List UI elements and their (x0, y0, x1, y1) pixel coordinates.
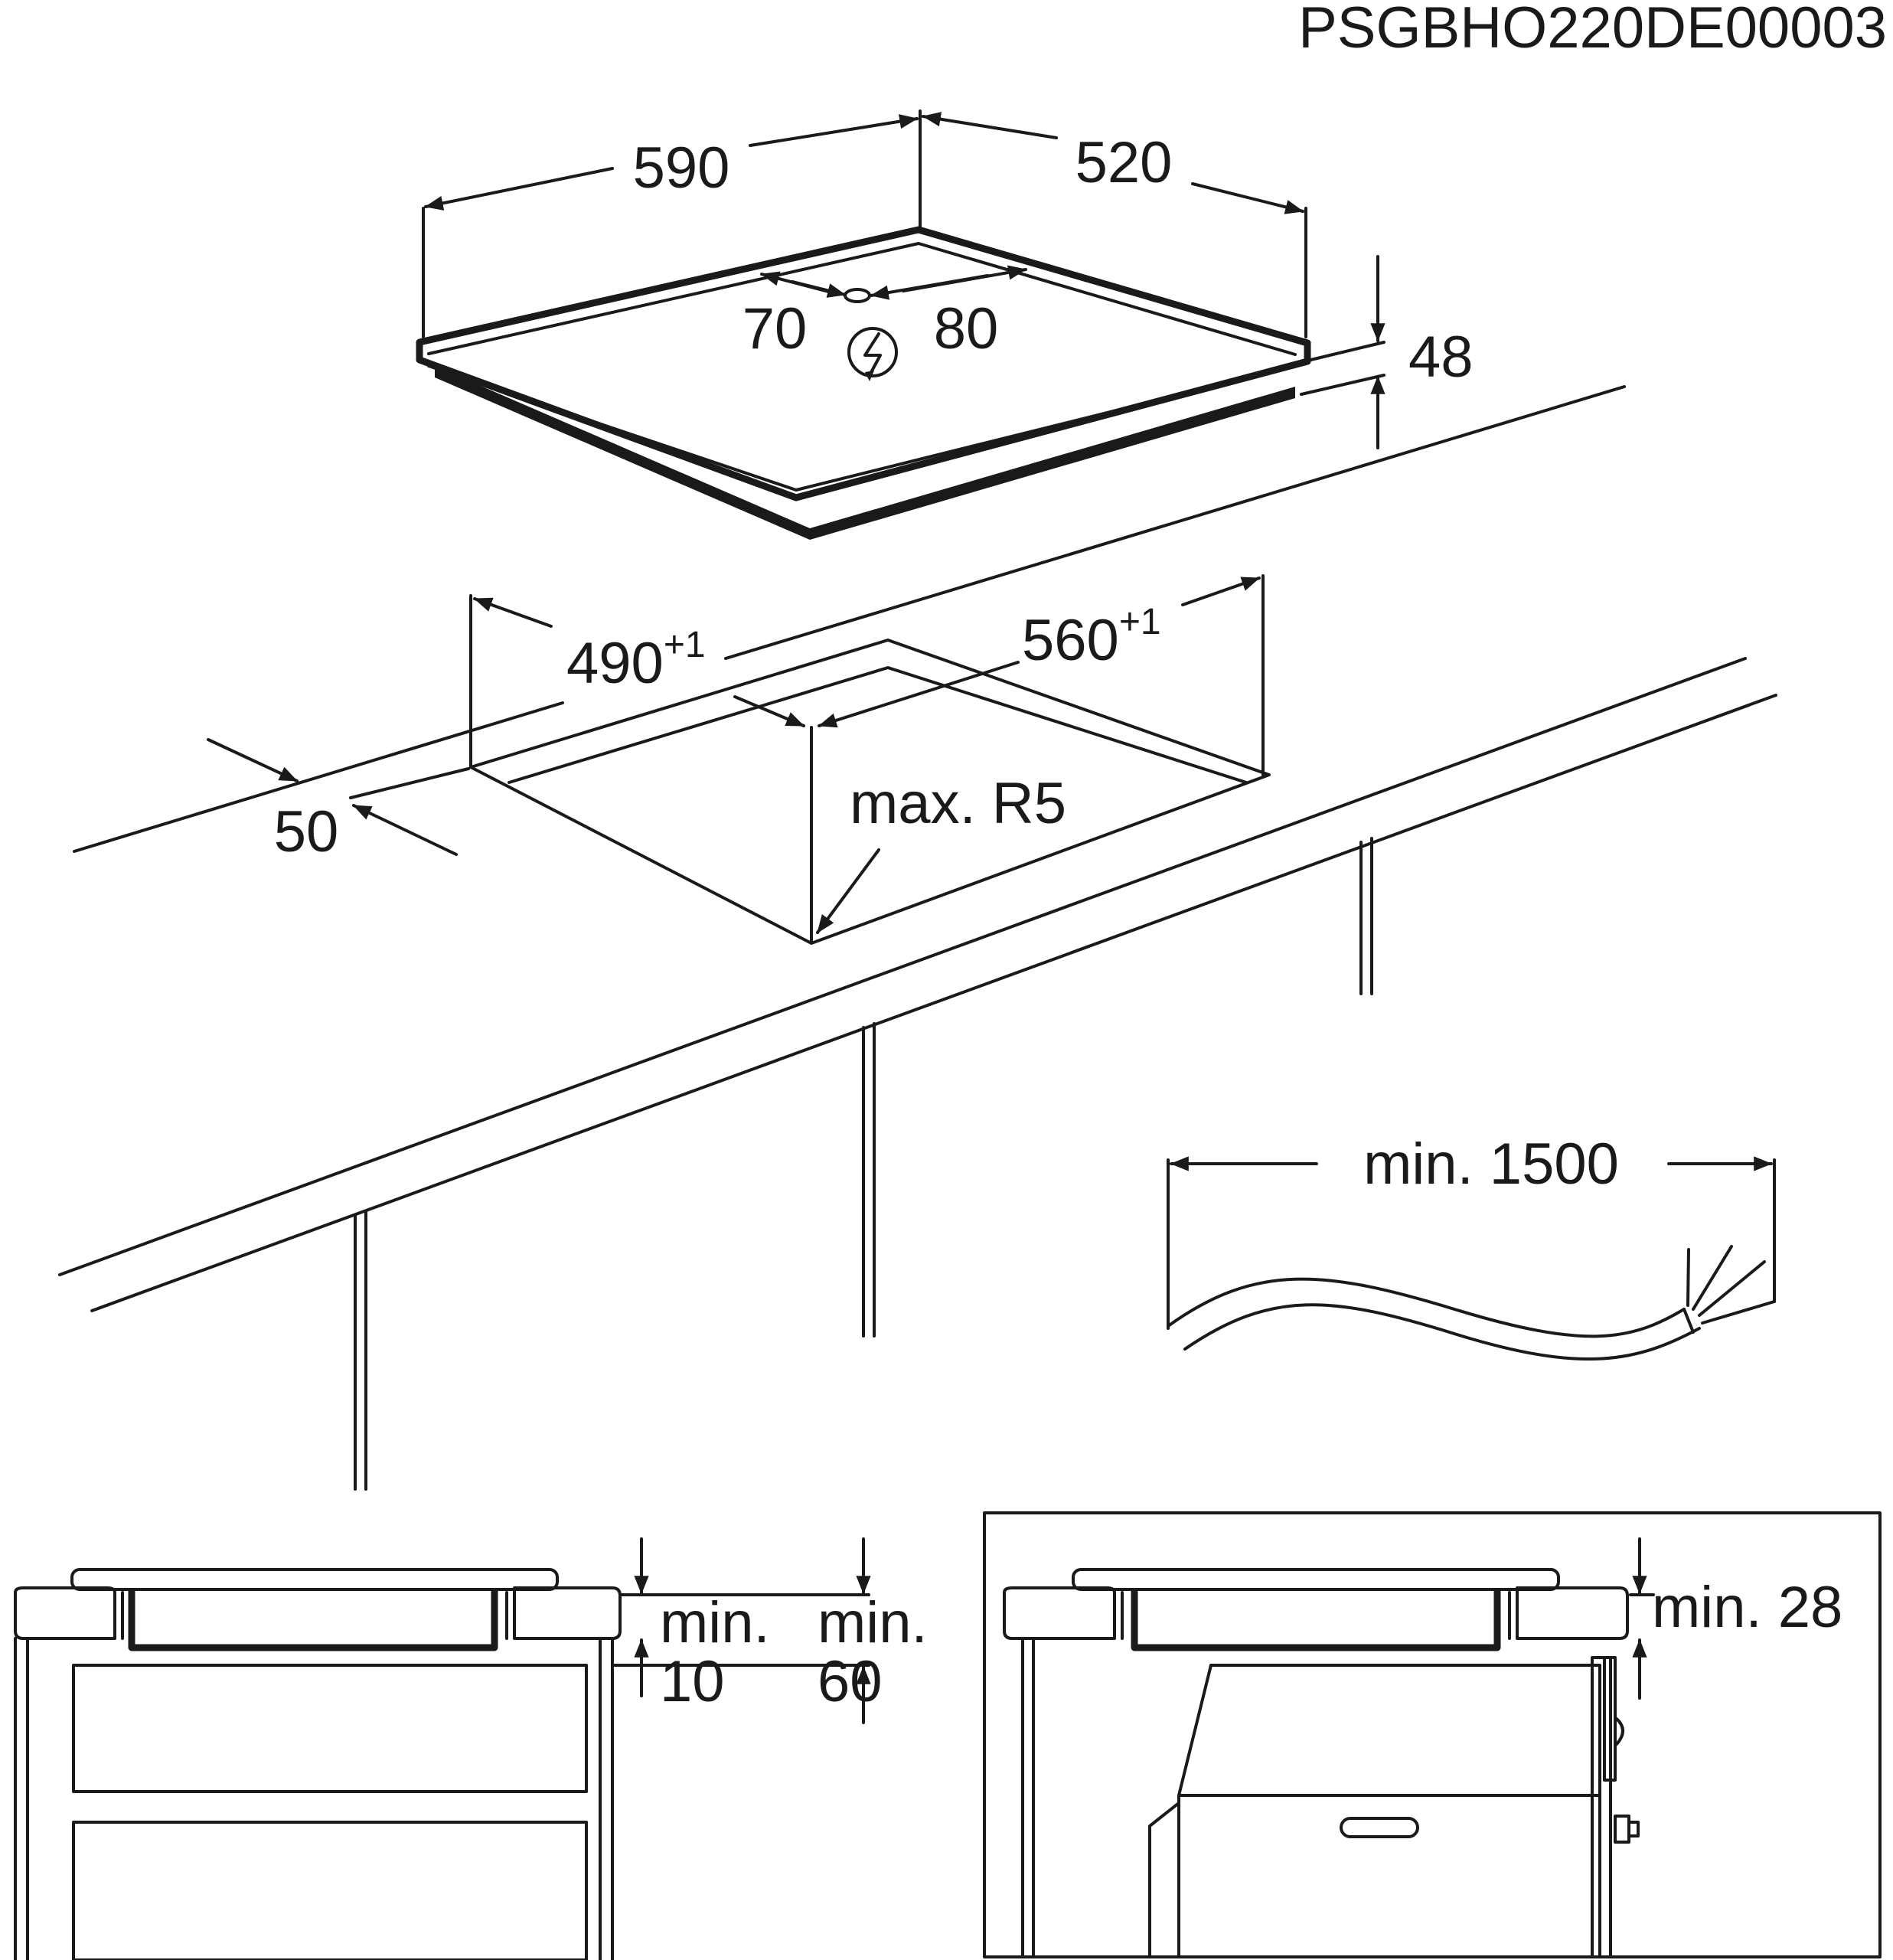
section-view-oven (1003, 1568, 1640, 1958)
cutout-depth-value: 490 (566, 631, 664, 696)
section-view-drawer (14, 1568, 622, 1960)
oven-gap-label: min. 28 (1652, 1575, 1842, 1640)
cutout-depth-tolerance: +1 (664, 625, 706, 665)
hob-depth-label: 520 (1075, 130, 1173, 195)
gap-min-b-label: min. (818, 1590, 928, 1655)
gap-min-b-value: 60 (818, 1649, 883, 1714)
worktop-drawing (58, 385, 1777, 1491)
section-view-oven-frame (983, 1511, 1882, 1958)
document-code: PSGBHO220DE00003 (1298, 0, 1887, 60)
gap-min-a-label: min. (660, 1590, 770, 1655)
hob-drawing (416, 226, 1311, 540)
cable-length-label: min. 1500 (1363, 1132, 1619, 1197)
cable-offset-left-label: 70 (743, 296, 808, 361)
cable-offset-right-label: 80 (934, 296, 999, 361)
cutout-width-label: 560+1 (1022, 602, 1161, 673)
cutout-depth-label: 490+1 (566, 625, 706, 696)
cable-outlet-hole (844, 288, 871, 303)
corner-radius-label: max. R5 (850, 771, 1066, 836)
cable-drawing (1167, 1158, 1776, 1361)
gap-min-a-value: 10 (660, 1649, 725, 1714)
cutout-width-tolerance: +1 (1119, 602, 1161, 642)
cutout-edge-label: 50 (274, 799, 339, 864)
electric-connection-icon (847, 327, 898, 381)
cutout-width-value: 560 (1022, 608, 1119, 673)
hob-height-label: 48 (1408, 325, 1474, 390)
hob-width-label: 590 (633, 136, 730, 201)
